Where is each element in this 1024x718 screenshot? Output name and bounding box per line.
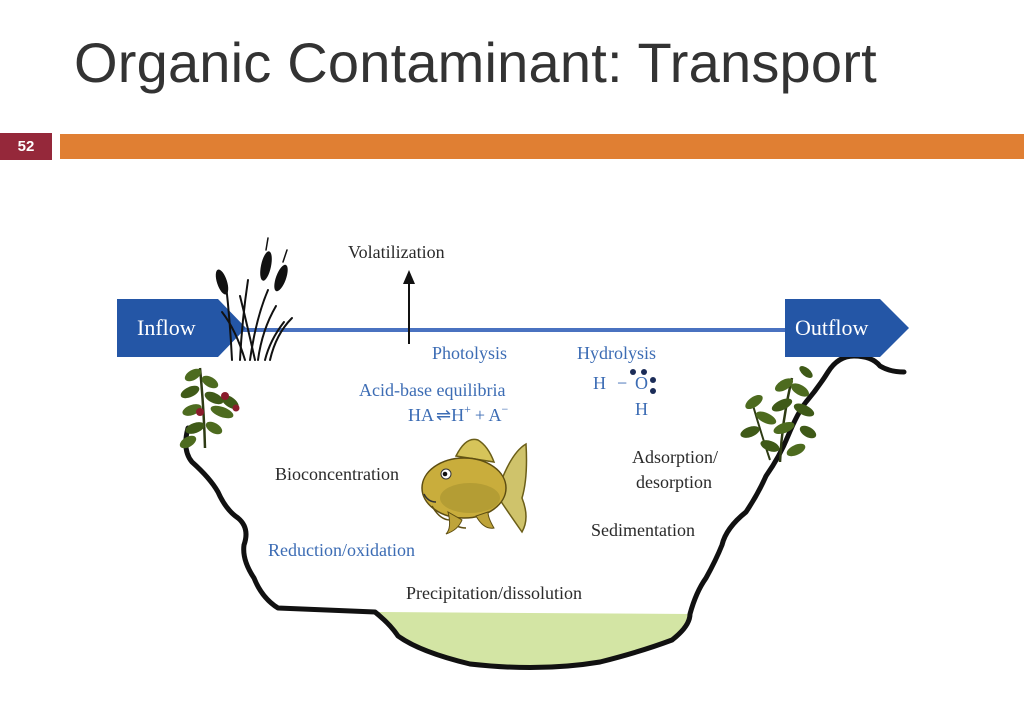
eq-ha: HA — [408, 405, 434, 425]
precipitation-label: Precipitation/dissolution — [406, 583, 582, 603]
hydrolysis-bond: − — [617, 373, 627, 393]
water-molecule-icon — [630, 369, 656, 394]
eq-h: H — [451, 405, 464, 425]
fish-icon — [421, 438, 528, 535]
eq-arrow: ⇌ — [436, 405, 451, 425]
eq-a-charge: − — [502, 402, 509, 416]
inflow-label: Inflow — [137, 315, 196, 340]
cattail-plant-icon — [215, 237, 293, 361]
hydrolysis-o: O — [635, 373, 648, 393]
eq-h-charge: + — [464, 402, 471, 416]
hydrolysis-label: Hydrolysis — [577, 343, 656, 363]
page-number-badge: 52 — [0, 133, 52, 160]
acid-base-equation: HA⇌H+ + A− — [408, 402, 509, 425]
accent-bar — [60, 134, 1024, 159]
hydrolysis-h-bottom: H — [635, 399, 648, 419]
slide-title: Organic Contaminant: Transport — [74, 31, 877, 94]
outflow-label: Outflow — [795, 315, 868, 340]
water-body-outline — [183, 353, 907, 671]
outflow-arrow: Outflow — [785, 299, 909, 357]
left-plant-icon — [179, 367, 240, 449]
acid-base-label: Acid-base equilibria — [359, 380, 505, 400]
hydrolysis-h-left: H — [593, 373, 606, 393]
reduction-oxidation-label: Reduction/oxidation — [268, 540, 415, 560]
volatilization-label: Volatilization — [348, 242, 445, 262]
sedimentation-label: Sedimentation — [591, 520, 695, 540]
right-plant-icon — [740, 366, 817, 463]
volatilization-arrow — [403, 270, 415, 344]
inflow-arrow: Inflow — [117, 299, 246, 357]
bioconcentration-label: Bioconcentration — [275, 464, 399, 484]
sediment-layer — [375, 612, 690, 666]
photolysis-label: Photolysis — [432, 343, 507, 363]
adsorption-label: Adsorption/ — [632, 447, 718, 467]
eq-plus-a: + A — [475, 405, 502, 425]
desorption-label: desorption — [636, 472, 712, 492]
